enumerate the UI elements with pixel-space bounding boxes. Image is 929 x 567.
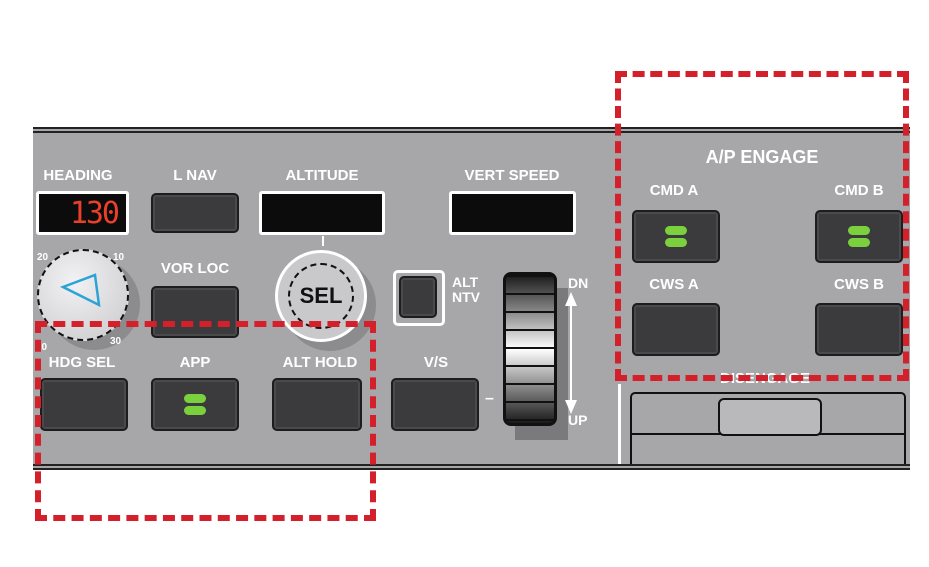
cmd-a-button[interactable] <box>632 210 720 263</box>
vs-dash: – <box>485 390 494 407</box>
alt-hold-label: ALT HOLD <box>282 354 358 371</box>
cmd-a-label: CMD A <box>649 182 699 199</box>
cws-a-button[interactable] <box>632 303 720 356</box>
cmd-a-led <box>665 238 687 247</box>
app-led <box>184 394 206 403</box>
scale-10-right: 10 <box>113 252 125 263</box>
altitude-tick <box>322 236 324 246</box>
disengage-bar[interactable] <box>630 392 906 464</box>
highlight-ap-engage <box>615 71 909 381</box>
ap-engage-title: A/P ENGAGE <box>705 147 819 167</box>
vorloc-label: VOR LOC <box>160 260 230 277</box>
altitude-display <box>259 191 385 235</box>
app-label: APP <box>179 354 211 371</box>
divider <box>618 384 621 464</box>
vert-speed-display <box>449 191 576 235</box>
vorloc-button[interactable] <box>151 286 239 338</box>
heading-bug-icon <box>59 273 101 308</box>
highlight-hdg-app-alt <box>35 321 376 521</box>
cmd-b-led <box>848 238 870 247</box>
heading-label: HEADING <box>43 167 113 184</box>
hdg-sel-label: HDG SEL <box>48 354 116 371</box>
heading-display: 130 <box>36 191 129 235</box>
cws-b-label: CWS B <box>834 276 884 293</box>
lnav-button[interactable] <box>151 193 239 233</box>
cws-a-label: CWS A <box>649 276 699 293</box>
sel-label: SEL <box>288 263 354 329</box>
vert-speed-label: VERT SPEED <box>464 167 560 184</box>
app-button[interactable] <box>151 378 239 431</box>
scale-30: 30 <box>110 336 122 347</box>
scale-20: 20 <box>37 252 49 263</box>
cws-b-button[interactable] <box>815 303 903 356</box>
up-down-arrow-icon <box>565 292 577 414</box>
alt-ntv-label-2: NTV <box>452 289 480 305</box>
altitude-label: ALTITUDE <box>285 167 359 184</box>
vs-thumbwheel[interactable] <box>503 272 557 426</box>
hdg-sel-button[interactable] <box>40 378 128 431</box>
up-label: UP <box>568 412 588 428</box>
alt-ntv-label-1: ALT <box>452 274 479 290</box>
cmd-b-led <box>848 226 870 235</box>
vs-label: V/S <box>423 354 449 371</box>
cmd-b-button[interactable] <box>815 210 903 263</box>
app-led <box>184 406 206 415</box>
heading-value: 130 <box>69 196 120 231</box>
scale-10-left: 10 <box>36 342 48 353</box>
cmd-b-label: CMD B <box>834 182 884 199</box>
disengage-bar-handle[interactable] <box>718 398 822 436</box>
alt-hold-button[interactable] <box>272 378 362 431</box>
dn-label: DN <box>568 275 589 291</box>
lnav-label: L NAV <box>173 167 217 184</box>
cmd-a-led <box>665 226 687 235</box>
vs-button[interactable] <box>391 378 479 431</box>
alt-ntv-button[interactable] <box>399 276 437 318</box>
